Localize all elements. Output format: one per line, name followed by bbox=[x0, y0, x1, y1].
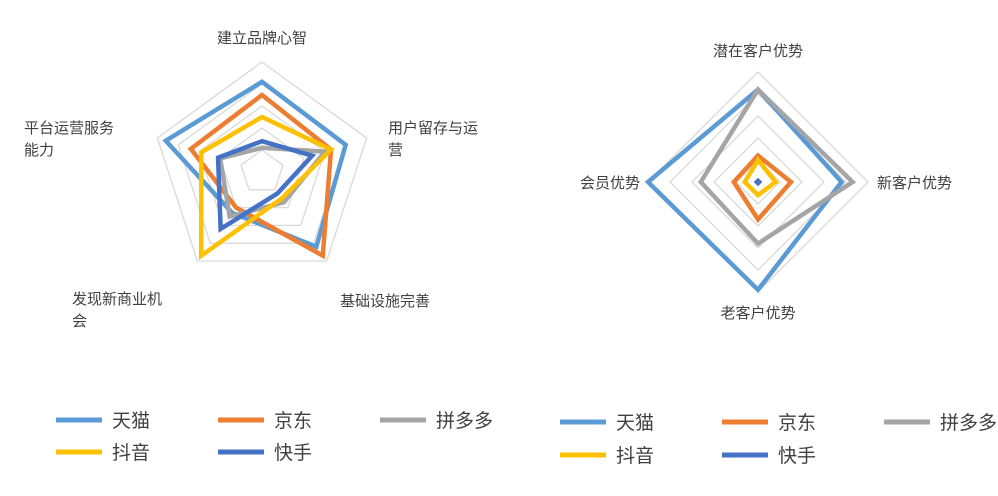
legend-item: 京东 bbox=[722, 412, 816, 434]
series-天猫 bbox=[644, 86, 845, 294]
series-抖音 bbox=[198, 114, 335, 261]
legend-item: 天猫 bbox=[56, 410, 150, 432]
legend-label: 快手 bbox=[274, 442, 312, 464]
legend-label: 快手 bbox=[778, 445, 816, 467]
legend-label: 京东 bbox=[778, 412, 816, 434]
axis-label: 会员优势 bbox=[580, 174, 640, 192]
axis-label: 发现新商业机会 bbox=[72, 290, 162, 330]
series-京东 bbox=[730, 152, 795, 224]
legend-item: 拼多多 bbox=[380, 410, 493, 432]
legend-label: 抖音 bbox=[616, 445, 654, 467]
legend-label: 天猫 bbox=[112, 410, 150, 432]
series-快手 bbox=[215, 138, 317, 233]
legend-item: 快手 bbox=[722, 445, 816, 467]
axis-label: 建立品牌心智 bbox=[217, 29, 307, 47]
axis-label: 用户留存与运营 bbox=[388, 119, 478, 159]
legend-item: 快手 bbox=[218, 442, 312, 464]
axis-label: 潜在客户优势 bbox=[713, 42, 803, 60]
series-快手-dot bbox=[755, 179, 761, 185]
axis-label: 平台运营服务能力 bbox=[24, 119, 114, 159]
series-抖音 bbox=[741, 156, 779, 199]
legend-item: 拼多多 bbox=[884, 412, 997, 434]
legend-label: 拼多多 bbox=[436, 410, 493, 432]
series-京东 bbox=[187, 92, 334, 260]
axis-label: 基础设施完善 bbox=[340, 292, 430, 310]
legend-item: 抖音 bbox=[56, 442, 150, 464]
legend-label: 拼多多 bbox=[940, 412, 997, 434]
series-拼多多 bbox=[697, 86, 857, 247]
grid-ring bbox=[156, 61, 368, 262]
legend-label: 天猫 bbox=[616, 412, 654, 434]
legend-item: 抖音 bbox=[560, 445, 654, 467]
grid-ring bbox=[713, 137, 803, 227]
legend-item: 天猫 bbox=[560, 412, 654, 434]
legend-label: 抖音 bbox=[112, 442, 150, 464]
axis-label: 老客户优势 bbox=[720, 304, 795, 322]
grid-ring bbox=[240, 149, 284, 191]
legend-label: 京东 bbox=[274, 410, 312, 432]
legend-item: 京东 bbox=[218, 410, 312, 432]
axis-label: 新客户优势 bbox=[877, 174, 952, 192]
